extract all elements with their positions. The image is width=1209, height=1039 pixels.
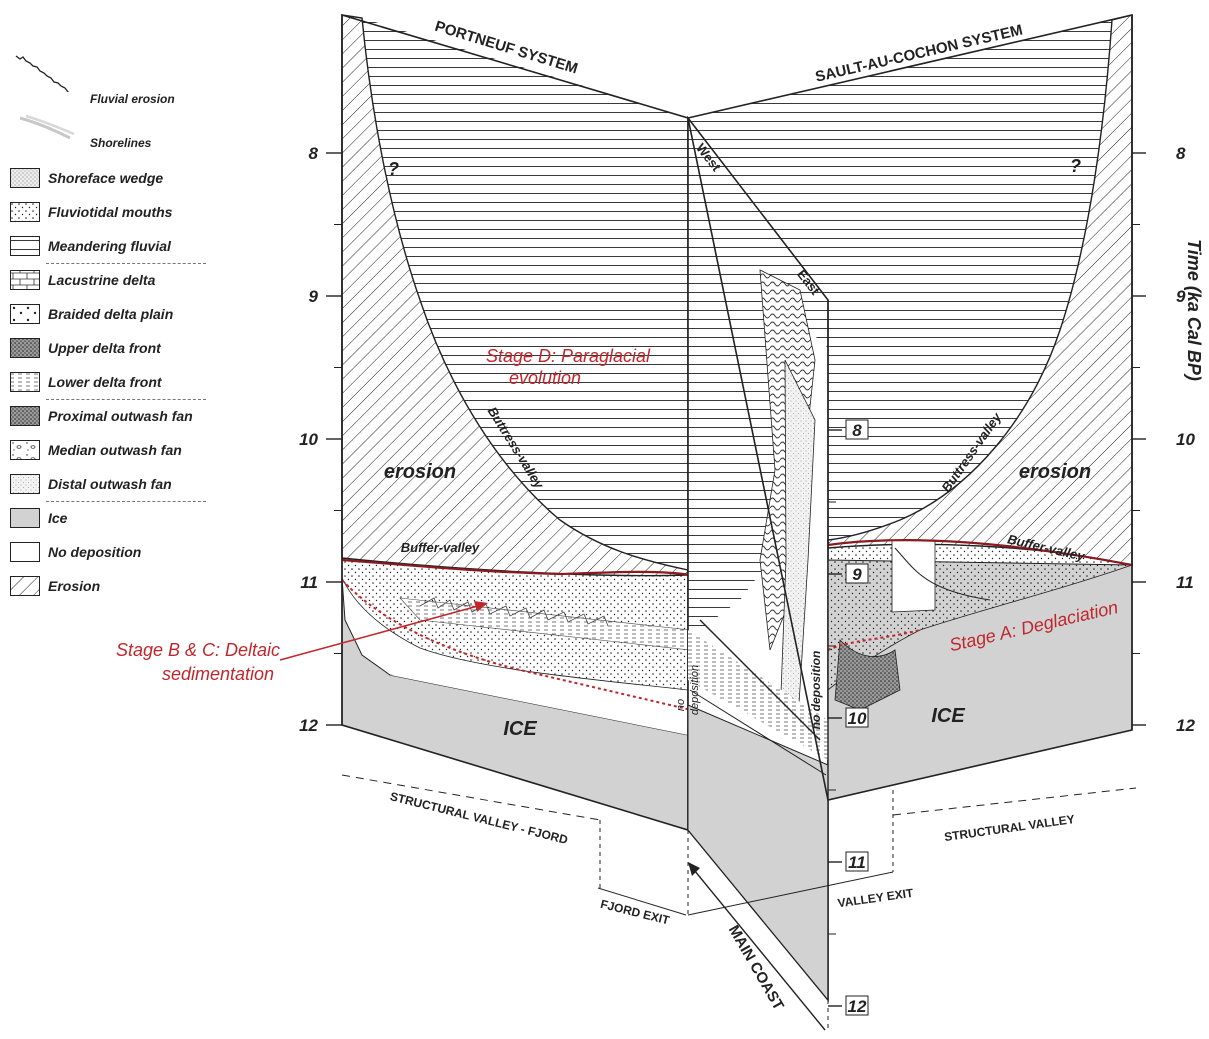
legend-item-label: Erosion: [48, 578, 101, 594]
buffer-label-left: Buffer-valley: [401, 540, 480, 555]
legend-swatch: [10, 270, 40, 290]
legend-item: Ice: [8, 502, 233, 536]
axis-tick-label: 12: [299, 716, 318, 735]
legend-item: Upper delta front: [8, 332, 233, 366]
stage-bc-label-1: Stage B & C: Deltaic: [116, 640, 280, 660]
fluvial-erosion-icon: [15, 55, 70, 92]
ice-label-right: ICE: [931, 705, 965, 727]
ice-label-left: ICE: [503, 718, 537, 740]
axis-tick-label: 9: [852, 565, 862, 584]
legend-item-label: Lacustrine delta: [48, 272, 156, 288]
no-deposition-left-2: deposition: [689, 665, 701, 715]
axis-tick-label: 9: [309, 287, 319, 306]
legend-item: Braided delta plain: [8, 298, 233, 332]
legend-item-label: Shoreface wedge: [48, 170, 164, 186]
axis-tick-label: 11: [300, 573, 318, 592]
legend-item: Distal outwash fan: [8, 468, 233, 502]
shorelines-icon: [19, 114, 75, 140]
legend-shorelines: Shorelines: [8, 106, 233, 150]
no-deposition-right: no deposition: [809, 651, 823, 730]
meandering-left: [362, 18, 688, 570]
axis-label-box: [845, 707, 869, 728]
legend-item-label: Proximal outwash fan: [48, 408, 193, 424]
stage-bc-arrow: [279, 605, 479, 661]
legend-fluvial-erosion: Fluvial erosion: [8, 52, 233, 106]
legend-swatch: [10, 474, 40, 494]
legend-swatch: [10, 542, 40, 562]
meandering-right: [688, 20, 1112, 540]
legend-swatch: [10, 508, 40, 528]
axis-tick-label: 8: [309, 144, 319, 163]
axis-tick-label: 11: [1176, 573, 1194, 592]
legend-item: Meandering fluvial: [8, 230, 233, 264]
axis-tick-label: 12: [1176, 716, 1195, 735]
axis-tick-label: 8: [852, 421, 862, 440]
axis-title: Time (ka Cal BP): [1184, 239, 1204, 381]
legend-swatch: [10, 338, 40, 358]
axis-label-box: [845, 851, 869, 872]
axis-tick-label: 11: [848, 853, 866, 872]
legend-item: Shoreface wedge: [8, 162, 233, 196]
legend-swatch: [10, 440, 40, 460]
time-axis-center: 8 9 10 11 12: [827, 300, 869, 1016]
legend-swatch: [10, 236, 40, 256]
legend-swatch: [10, 372, 40, 392]
legend-item-label: Distal outwash fan: [48, 476, 172, 492]
legend-item-label: Upper delta front: [48, 340, 161, 356]
question-left: ?: [388, 159, 399, 179]
axis-label-box: [845, 995, 869, 1016]
legend-item: Median outwash fan: [8, 434, 233, 468]
stage-bc-label-2: sedimentation: [162, 664, 274, 684]
legend-item-label: Meandering fluvial: [48, 238, 171, 254]
legend-swatch: [10, 304, 40, 324]
legend-item: Lacustrine delta: [8, 264, 233, 298]
axis-tick-label: 10: [848, 709, 867, 728]
legend-swatch: [10, 202, 40, 222]
legend-item: Erosion: [8, 570, 233, 604]
time-axis-right: 8 9 10 11 12: [1131, 15, 1195, 735]
stage-d-label-2: evolution: [509, 368, 581, 388]
axis-tick-label: 9: [1176, 287, 1186, 306]
erosion-label-left: erosion: [384, 461, 456, 483]
no-deposition-left-1: no: [675, 699, 687, 711]
structural-fjord-label: STRUCTURAL VALLEY - FJORD: [389, 789, 570, 847]
sault-panel: [687, 13, 1134, 801]
legend-item: Lower delta front: [8, 366, 233, 400]
legend-item-label: Braided delta plain: [48, 306, 174, 322]
legend-swatch: [10, 406, 40, 426]
legend: Fluvial erosion Shorelines Shoreface wed…: [8, 52, 233, 604]
fjord-exit-label: FJORD EXIT: [599, 897, 672, 928]
axis-tick-label: 12: [848, 997, 867, 1016]
legend-item: Fluviotidal mouths: [8, 196, 233, 230]
legend-swatch: [10, 576, 40, 596]
axis-label-box: [845, 563, 869, 584]
legend-item-label: Median outwash fan: [48, 442, 182, 458]
legend-swatch: [10, 168, 40, 188]
erosion-label-right: erosion: [1019, 461, 1091, 483]
legend-label-shorelines: Shorelines: [90, 136, 152, 150]
legend-label-fluvial-erosion: Fluvial erosion: [90, 92, 175, 106]
question-right: ?: [1070, 156, 1081, 176]
axis-label-box: [845, 419, 869, 440]
legend-item-label: No deposition: [48, 544, 142, 560]
structural-valley-label: STRUCTURAL VALLEY: [943, 812, 1075, 844]
legend-item: Proximal outwash fan: [8, 400, 233, 434]
axis-tick-label: 10: [299, 430, 318, 449]
legend-item: No deposition: [8, 536, 233, 570]
axis-tick-label: 10: [1176, 430, 1195, 449]
stage-d-label-1: Stage D: Paraglacial: [486, 346, 651, 366]
portneuf-panel: [341, 13, 701, 832]
legend-item-label: Lower delta front: [48, 374, 162, 390]
time-axis-left: 8 9 10 11 12: [299, 15, 343, 735]
base-lines: [341, 774, 1137, 1032]
central-panel: [687, 115, 829, 1003]
valley-exit-label: VALLEY EXIT: [837, 886, 915, 911]
legend-item-label: Ice: [48, 510, 68, 526]
axis-tick-label: 8: [1176, 144, 1186, 163]
legend-item-label: Fluviotidal mouths: [48, 204, 173, 220]
